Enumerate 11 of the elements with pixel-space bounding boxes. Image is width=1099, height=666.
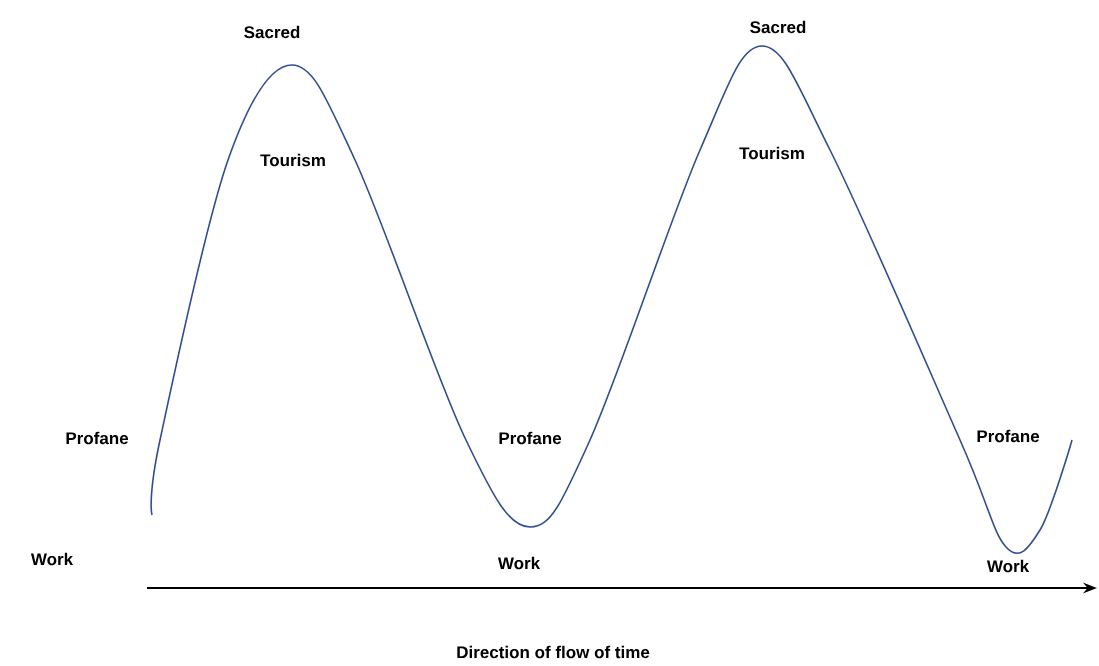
curve-label: Profane [66,431,129,445]
curve-label: Tourism [739,146,804,160]
curve-label: Work [30,552,74,566]
curve-label: Profane [977,429,1040,443]
curve-label: Sacred [750,20,806,34]
curve-label: Sacred [244,25,300,39]
curve-label: Tourism [260,153,325,167]
axis-label: Direction of flow of time [457,645,650,659]
curve-label: Work [497,556,541,570]
curve-label: Profane [499,431,562,445]
curve-label: Work [986,559,1030,573]
